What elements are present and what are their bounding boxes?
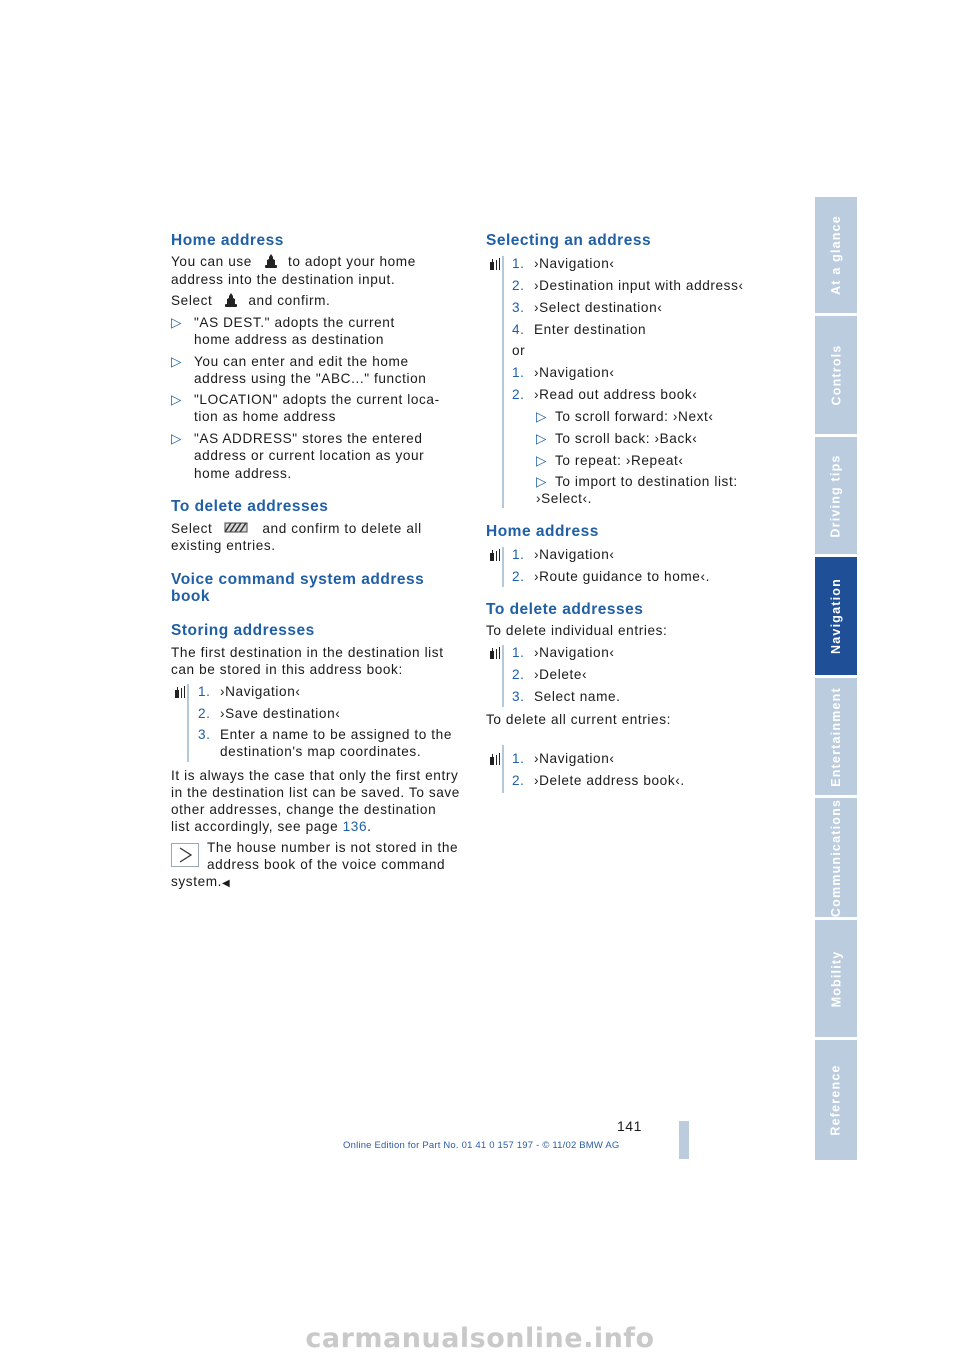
step-item: 2.›Delete‹ (512, 667, 588, 682)
section-title-voice-book-1: Voice command system address (171, 571, 425, 588)
tab-entertainment[interactable]: Entertainment (815, 678, 857, 795)
section-title-delete-addresses: To delete addresses (171, 498, 329, 515)
step-item: 1.›Navigation‹ (512, 645, 615, 660)
delete-icon (224, 522, 248, 533)
storing-para-1: It is always the case that only the firs… (171, 768, 459, 783)
voice-steps-bar (502, 645, 504, 707)
bullet-item: ▷"AS DEST." adopts the current home addr… (171, 315, 395, 348)
note-line-2: address book of the voice command (207, 857, 446, 872)
voice-command-icon (490, 258, 500, 270)
step-item: 2.›Read out address book‹ (512, 387, 698, 402)
storing-para-3: other addresses, change the destination (171, 802, 437, 817)
tab-at-a-glance[interactable]: At a glance (815, 197, 857, 313)
tab-mobility[interactable]: Mobility (815, 920, 857, 1037)
step-item: 3.›Select destination‹ (512, 300, 663, 315)
voice-steps-bar (187, 684, 189, 762)
home-intro-line-2: address into the destination input. (171, 272, 396, 287)
delete-individual-text: To delete individual entries: (486, 623, 668, 638)
note-line-1: The house number is not stored in the (207, 840, 459, 855)
step-item: 2.›Destination input with address‹ (512, 278, 744, 293)
page-link[interactable]: 136 (342, 819, 368, 834)
or-text: or (512, 343, 526, 358)
tab-communications[interactable]: Communications (815, 798, 857, 917)
step-item: 2.›Save destination‹ (198, 706, 341, 721)
voice-steps-bar (502, 256, 504, 508)
sub-bullet: ▷To import to destination list: (536, 474, 738, 489)
note-line-3: system.◀ (171, 874, 231, 889)
page-number: 141 (617, 1118, 642, 1134)
bullet-item: ▷You can enter and edit the home address… (171, 354, 427, 387)
step-item: 1.›Navigation‹ (512, 547, 615, 562)
note-triangle-icon (171, 843, 199, 867)
tab-controls[interactable]: Controls (815, 316, 857, 434)
step-item: 4.Enter destination (512, 322, 647, 337)
delete-line-2: existing entries. (171, 538, 276, 553)
storing-para-4: list accordingly, see page 136. (171, 819, 372, 834)
tab-driving-tips[interactable]: Driving tips (815, 437, 857, 554)
storing-para-2: in the destination list can be saved. To… (171, 785, 460, 800)
sub-bullet-cont: ›Select‹. (536, 491, 593, 506)
step-item: 1.›Navigation‹ (198, 684, 301, 699)
sub-bullet: ▷To scroll forward: ›Next‹ (536, 409, 714, 424)
watermark: carmanualsonline.info (305, 1322, 655, 1354)
section-title-home-address: Home address (171, 232, 284, 249)
delete-all-text: To delete all current entries: (486, 712, 671, 727)
voice-command-icon (175, 686, 185, 698)
section-title-delete-voice: To delete addresses (486, 601, 644, 618)
step-item: 1.›Navigation‹ (512, 751, 615, 766)
subsection-title-storing: Storing addresses (171, 622, 315, 639)
section-title-home-address-voice: Home address (486, 523, 599, 540)
section-title-selecting: Selecting an address (486, 232, 652, 249)
tab-navigation[interactable]: Navigation (815, 557, 857, 675)
voice-steps-bar (502, 547, 504, 587)
tab-reference[interactable]: Reference (815, 1040, 857, 1160)
voice-command-icon (490, 549, 500, 561)
voice-command-icon (490, 647, 500, 659)
sub-bullet: ▷To scroll back: ›Back‹ (536, 431, 698, 446)
footer-edition-text: Online Edition for Part No. 01 41 0 157 … (343, 1140, 620, 1151)
step-item: 1.›Navigation‹ (512, 256, 615, 271)
step-item: 2.›Delete address book‹. (512, 773, 685, 788)
step-item: 3.Select name. (512, 689, 621, 704)
sub-bullet: ▷To repeat: ›Repeat‹ (536, 453, 684, 468)
storing-intro-2: can be stored in this address book: (171, 662, 403, 677)
home-icon (264, 254, 277, 268)
voice-command-icon (490, 753, 500, 765)
home-icon (225, 293, 238, 307)
bullet-item: ▷"LOCATION" adopts the current loca- tio… (171, 392, 440, 425)
step-item: 2.›Route guidance to home‹. (512, 569, 710, 584)
step-item: 1.›Navigation‹ (512, 365, 615, 380)
page-number-bar (679, 1121, 689, 1159)
end-marker: ◀ (222, 878, 231, 889)
section-title-voice-book-2: book (171, 588, 211, 605)
bullet-item: ▷"AS ADDRESS" stores the entered address… (171, 431, 425, 481)
chapter-sidebar: At a glance Controls Driving tips Naviga… (815, 197, 857, 1160)
voice-steps-bar (502, 745, 504, 793)
storing-intro-1: The first destination in the destination… (171, 645, 444, 660)
